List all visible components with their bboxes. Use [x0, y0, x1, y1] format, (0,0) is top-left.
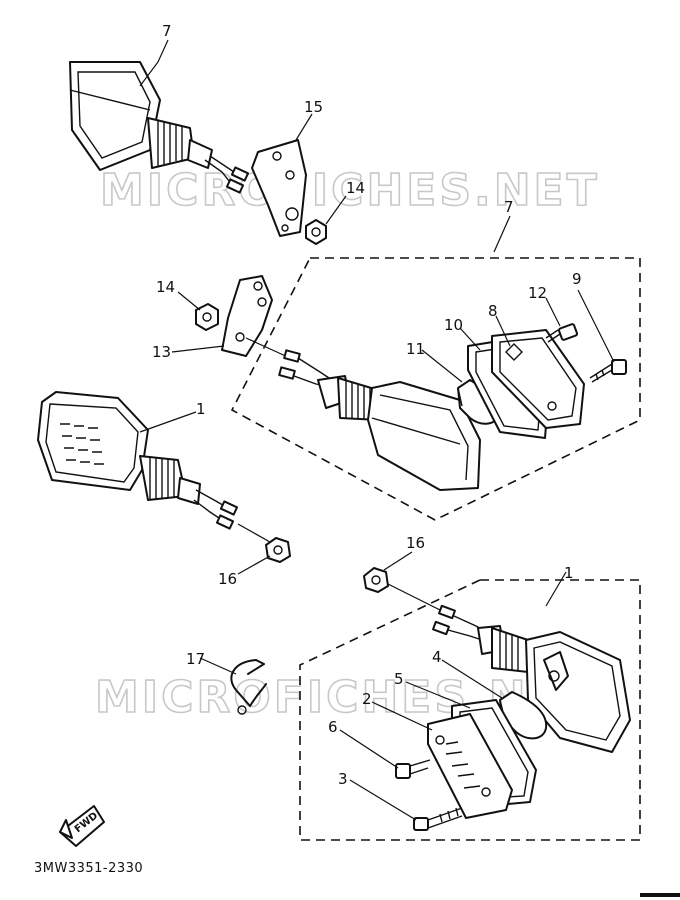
lens-2	[427, 713, 513, 819]
nut-16-left	[265, 537, 291, 563]
turn-signal-front-right	[432, 604, 631, 753]
nut-16-right	[363, 567, 389, 593]
nut-14-top	[305, 219, 327, 245]
callout-3: 3	[338, 770, 348, 788]
callout-16-left: 16	[218, 570, 237, 588]
callout-9: 9	[572, 270, 582, 288]
screw-3	[413, 807, 463, 831]
callout-11: 11	[406, 340, 425, 358]
callout-1-right: 1	[564, 564, 574, 582]
screw-12	[545, 323, 579, 343]
clamp-17	[230, 659, 267, 715]
callout-7-mid: 7	[504, 198, 514, 216]
bracket-13	[221, 275, 273, 357]
screw-9	[589, 359, 627, 383]
callout-7-top: 7	[162, 22, 172, 40]
callout-4: 4	[432, 648, 442, 666]
callout-13: 13	[152, 343, 171, 361]
corner-mark	[640, 893, 680, 897]
callout-10: 10	[444, 316, 463, 334]
axis-line-16-left	[237, 523, 271, 543]
callout-6: 6	[328, 718, 338, 736]
screw-6	[395, 759, 431, 779]
callout-17: 17	[186, 650, 205, 668]
callout-2: 2	[362, 690, 372, 708]
axis-line-16-right	[387, 583, 441, 611]
turn-signal-rear-top	[69, 61, 250, 194]
callout-16-right: 16	[406, 534, 425, 552]
assembly-1-boundary	[299, 579, 641, 841]
callout-1-left: 1	[196, 400, 206, 418]
callout-8: 8	[488, 302, 498, 320]
turn-signal-rear-mid	[278, 349, 481, 491]
axis-line-13	[245, 337, 291, 359]
turn-signal-front-left	[37, 391, 239, 530]
nut-14-left	[195, 303, 219, 331]
callout-5: 5	[394, 670, 404, 688]
callout-14-left: 14	[156, 278, 175, 296]
leader-lines	[139, 39, 615, 821]
assembly-7-boundary	[230, 257, 641, 521]
fwd-arrow-icon: FWD	[59, 805, 105, 847]
callout-15: 15	[304, 98, 323, 116]
watermark-top: MICROFICHES.NET	[100, 165, 600, 216]
lens-8	[491, 329, 585, 429]
callout-14-top: 14	[346, 179, 365, 197]
diagram-code: 3MW3351-2330	[34, 861, 143, 876]
bracket-15	[251, 139, 307, 237]
callout-12: 12	[528, 284, 547, 302]
